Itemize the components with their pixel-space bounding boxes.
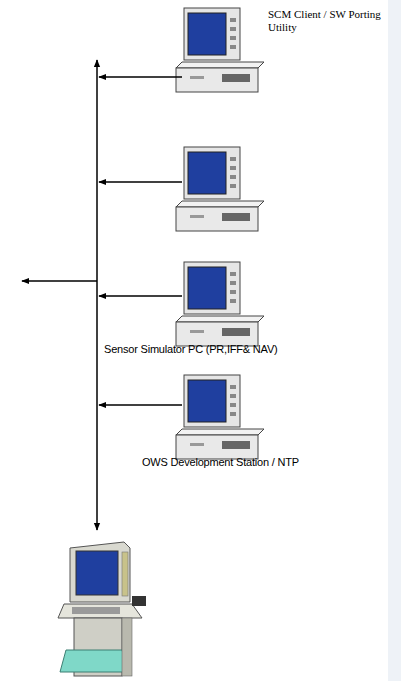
console-icon [58, 542, 146, 676]
station-label: SCM Client / SW Porting Utility [268, 8, 386, 34]
computer-icon [99, 8, 264, 92]
network-bus [96, 60, 98, 530]
bus-exit-arrow [22, 280, 97, 282]
link-arrow [99, 76, 182, 78]
computer-icon [99, 147, 264, 231]
computer-icon [99, 375, 264, 459]
side-strip [388, 0, 401, 681]
station-label: Sensor Simulator PC (PR,IFF& NAV) [104, 343, 278, 356]
link-arrow [99, 404, 182, 406]
link-arrow [99, 181, 182, 183]
station-label: OWS Development Station / NTP [142, 456, 299, 469]
computer-icons [99, 8, 264, 459]
computer-icon [99, 262, 264, 346]
link-arrow [99, 295, 182, 297]
